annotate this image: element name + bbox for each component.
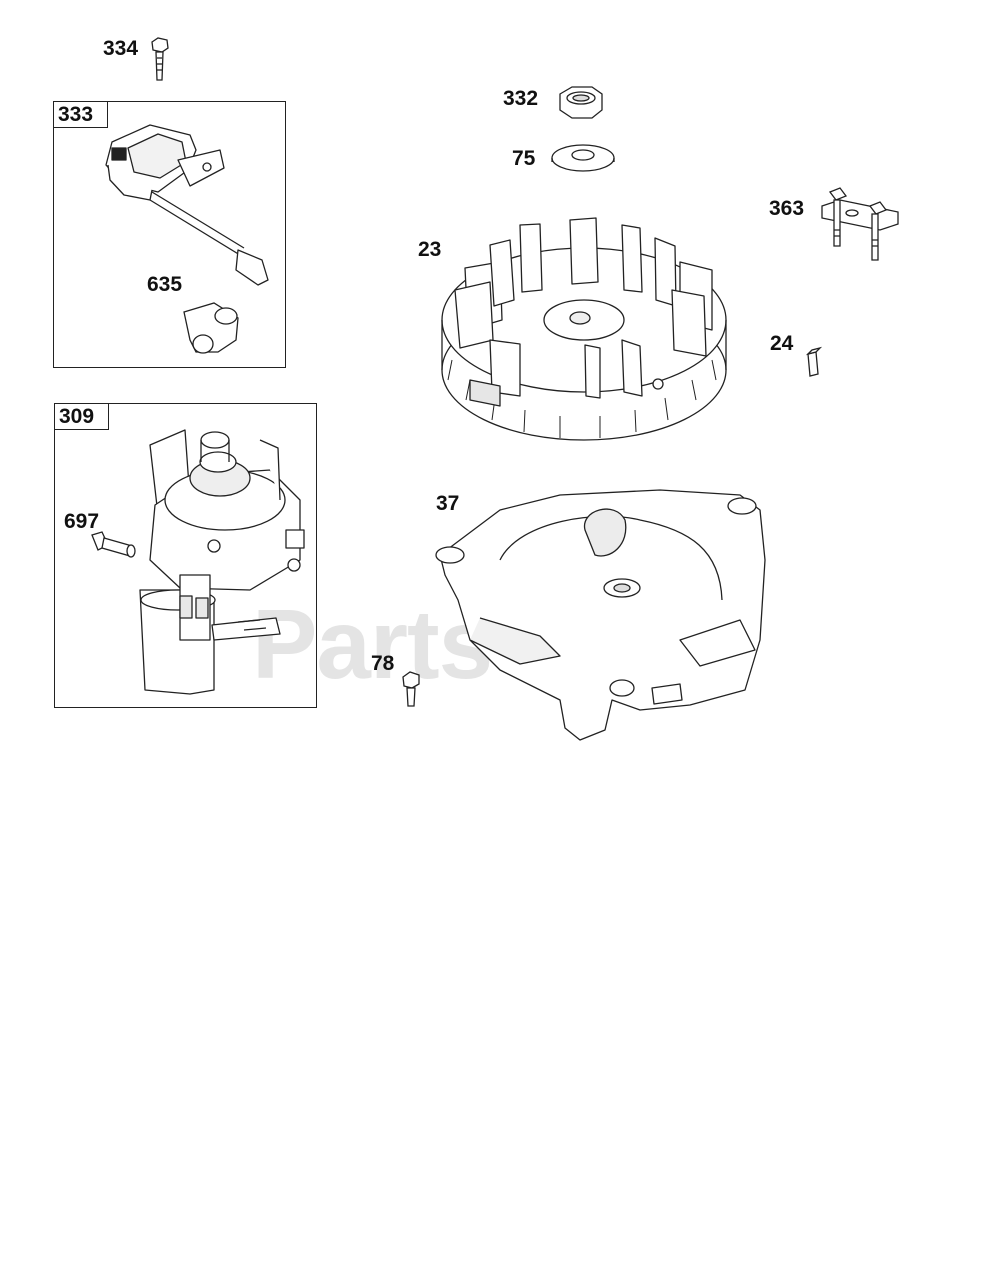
starter-motor-group-label: 309 [55, 404, 109, 430]
ignition-coil-group-label: 333 [54, 102, 108, 128]
part-label-78[interactable]: 78 [371, 652, 395, 675]
ignition-coil-group-box: 333 [53, 101, 286, 368]
part-label-697[interactable]: 697 [64, 510, 100, 533]
part-label-24[interactable]: 24 [770, 332, 794, 355]
watermark: PartsTree [252, 589, 691, 699]
part-label-363[interactable]: 363 [769, 197, 805, 220]
part-label-23[interactable]: 23 [418, 238, 442, 261]
starter-motor-group-box: 309 [54, 403, 317, 708]
part-label-75[interactable]: 75 [512, 147, 536, 170]
part-label-332[interactable]: 332 [503, 87, 539, 110]
watermark-trademark: TM [718, 600, 733, 611]
part-label-37[interactable]: 37 [436, 492, 460, 515]
part-label-334[interactable]: 334 [103, 37, 139, 60]
part-label-635[interactable]: 635 [147, 273, 183, 296]
